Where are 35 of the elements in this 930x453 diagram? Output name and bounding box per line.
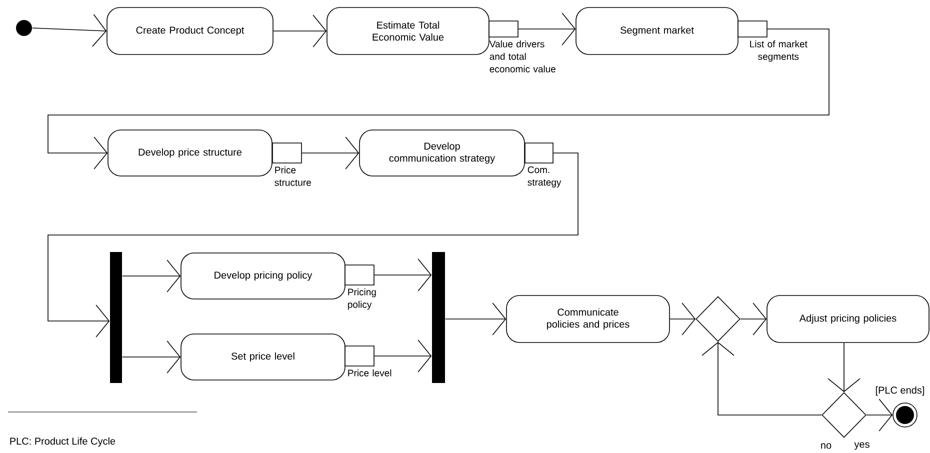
arrow — [702, 342, 822, 416]
sync-bar — [110, 252, 122, 383]
end-node — [892, 402, 918, 428]
start-node — [16, 20, 32, 36]
action-box: Adjust pricing policies — [766, 295, 930, 343]
note-text: PLC: Product Life Cycle — [10, 437, 116, 447]
arrow — [48, 152, 578, 338]
action-box: Estimate Total Economic Value — [326, 7, 490, 55]
decision-diamond — [822, 392, 866, 438]
output-pin — [272, 142, 302, 164]
guard-label: no — [819, 442, 833, 450]
action-box: Segment market — [576, 7, 738, 55]
action-box: Develop communication strategy — [359, 130, 525, 176]
pin-label: Pricing policy — [348, 288, 376, 310]
action-box: Develop pricing policy — [180, 252, 346, 300]
action-box: Develop price structure — [108, 130, 272, 176]
output-pin — [344, 264, 374, 286]
action-box: Create Product Concept — [106, 7, 274, 55]
output-pin — [344, 346, 374, 366]
decision-diamond — [696, 296, 740, 342]
arrow — [32, 14, 107, 47]
action-box: Communicate policies and prices — [506, 295, 670, 343]
pin-label: Price level — [348, 369, 392, 376]
guard-label: yes — [853, 441, 871, 451]
note-text: [PLC ends] — [876, 386, 924, 396]
action-box: Set price level — [180, 334, 346, 380]
pin-label: List of market segments — [750, 40, 808, 62]
pin-label: Price structure — [274, 166, 311, 186]
pin-label: Value drivers and total economic value — [489, 40, 556, 72]
output-pin — [488, 20, 518, 38]
output-pin — [524, 142, 554, 164]
sync-bar — [432, 252, 445, 383]
output-pin — [738, 20, 768, 38]
pin-label: Com. strategy — [528, 166, 562, 188]
arrow — [48, 28, 830, 170]
